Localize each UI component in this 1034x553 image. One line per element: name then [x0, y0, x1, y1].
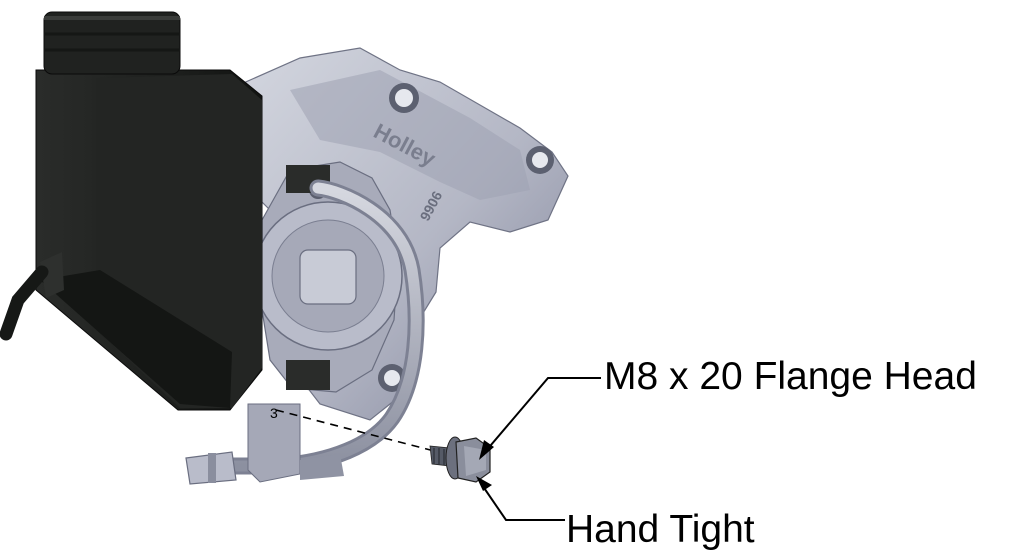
hole-marker: 3: [270, 405, 278, 421]
fastener-callout: M8 x 20 Flange Head: [604, 355, 977, 398]
pump-body: [253, 161, 403, 393]
pump-shaft-hex: [299, 249, 357, 305]
flange-head-bolt: 3: [270, 405, 491, 483]
pressure-line: [185, 179, 425, 485]
return-nipple: [0, 265, 49, 341]
callout-leaders: [476, 377, 601, 521]
fluid-reservoir: [0, 11, 263, 411]
filler-cap: [43, 11, 181, 75]
leader-arrow-torque: [476, 476, 492, 491]
lower-brace: [247, 403, 301, 483]
leader-arrow-fastener: [479, 440, 494, 460]
torque-callout: Hand Tight: [566, 508, 755, 551]
